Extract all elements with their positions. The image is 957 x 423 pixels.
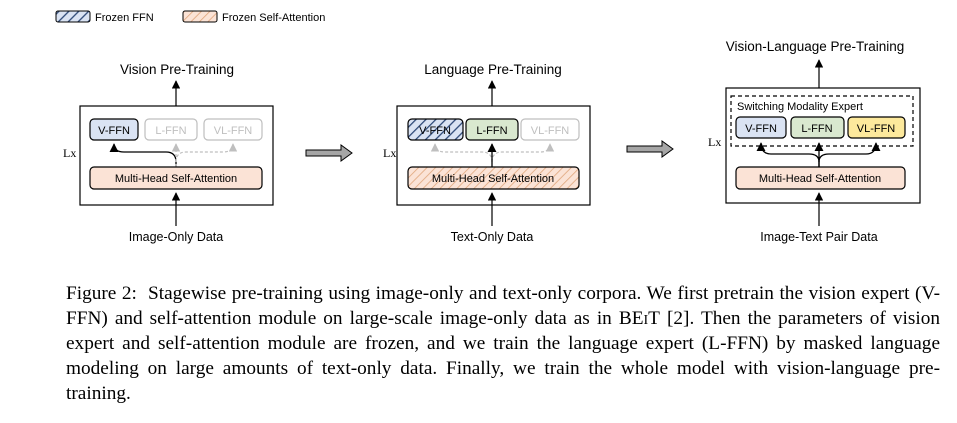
vl-ffn-label: VL-FFN xyxy=(214,125,253,137)
layer-count-label: Lx xyxy=(708,135,721,149)
legend-frozen-ffn-swatch xyxy=(55,10,91,23)
stage-transition-arrow xyxy=(626,140,674,158)
switching-expert-label: Switching Modality Expert xyxy=(737,101,863,113)
panel-language-pretraining: Language Pre-Training Lx V-FFN L-FFN VL-… xyxy=(383,62,591,244)
v-ffn-label: V-FFN xyxy=(745,123,777,135)
layer-count-label: Lx xyxy=(383,146,396,160)
input-label: Image-Text Pair Data xyxy=(760,230,877,244)
vl-ffn-label: VL-FFN xyxy=(857,123,896,135)
v-ffn-box-frozen xyxy=(407,118,464,141)
vl-ffn-label: VL-FFN xyxy=(531,125,570,137)
legend-frozen-attention-swatch xyxy=(182,10,218,23)
panel-title: Vision-Language Pre-Training xyxy=(726,39,905,54)
attention-box xyxy=(89,166,263,190)
attention-label: Multi-Head Self-Attention xyxy=(432,173,554,185)
route-arrow-v xyxy=(109,143,177,167)
v-ffn-label: V-FFN xyxy=(419,125,451,137)
attention-label: Multi-Head Self-Attention xyxy=(759,173,881,185)
route-arrow-vl xyxy=(818,142,881,163)
panel-vision-pretraining: Vision Pre-Training Lx V-FFN L-FFN VL-FF… xyxy=(63,62,274,244)
vl-ffn-box xyxy=(203,118,263,141)
l-ffn-label: L-FFN xyxy=(476,125,507,137)
figure-diagram: Frozen FFN Frozen Self-Attention Vision … xyxy=(55,10,921,244)
panel-title: Language Pre-Training xyxy=(424,62,562,77)
legend: Frozen FFN Frozen Self-Attention xyxy=(55,10,325,24)
l-ffn-label: L-FFN xyxy=(155,125,186,137)
panel-vision-language-pretraining: Vision-Language Pre-Training Lx Switchin… xyxy=(708,39,921,244)
route-arrow-vl-inactive xyxy=(491,143,555,163)
l-ffn-box xyxy=(144,118,198,141)
legend-frozen-attention-label: Frozen Self-Attention xyxy=(222,12,325,24)
attention-box-frozen xyxy=(407,166,580,190)
input-label: Image-Only Data xyxy=(129,230,224,244)
route-arrow-v-inactive xyxy=(430,143,493,163)
caption-label: Figure 2: xyxy=(66,283,137,304)
route-arrow-vl-inactive xyxy=(175,143,238,163)
attention-box xyxy=(735,166,906,190)
stage-transition-arrow xyxy=(305,144,353,162)
legend-frozen-ffn-label: Frozen FFN xyxy=(95,12,154,24)
panel-title: Vision Pre-Training xyxy=(120,62,234,77)
v-ffn-box xyxy=(735,116,787,139)
vl-ffn-box xyxy=(847,116,906,139)
v-ffn-label: V-FFN xyxy=(98,125,130,137)
layer-count-label: Lx xyxy=(63,146,76,160)
l-ffn-label: L-FFN xyxy=(801,123,832,135)
caption-beit: BEiT xyxy=(618,308,660,329)
input-label: Text-Only Data xyxy=(451,230,534,244)
caption-text-b: [2]. Then the parameters of vision exper… xyxy=(66,308,940,404)
figure-caption: Figure 2: Stagewise pre-training using i… xyxy=(66,281,940,406)
v-ffn-box xyxy=(89,118,139,141)
attention-label: Multi-Head Self-Attention xyxy=(115,173,237,185)
caption-text-a: Stagewise pre-training using image-only … xyxy=(66,283,940,329)
l-ffn-box xyxy=(465,118,519,141)
l-ffn-box xyxy=(790,116,845,139)
vl-ffn-box xyxy=(520,118,580,141)
